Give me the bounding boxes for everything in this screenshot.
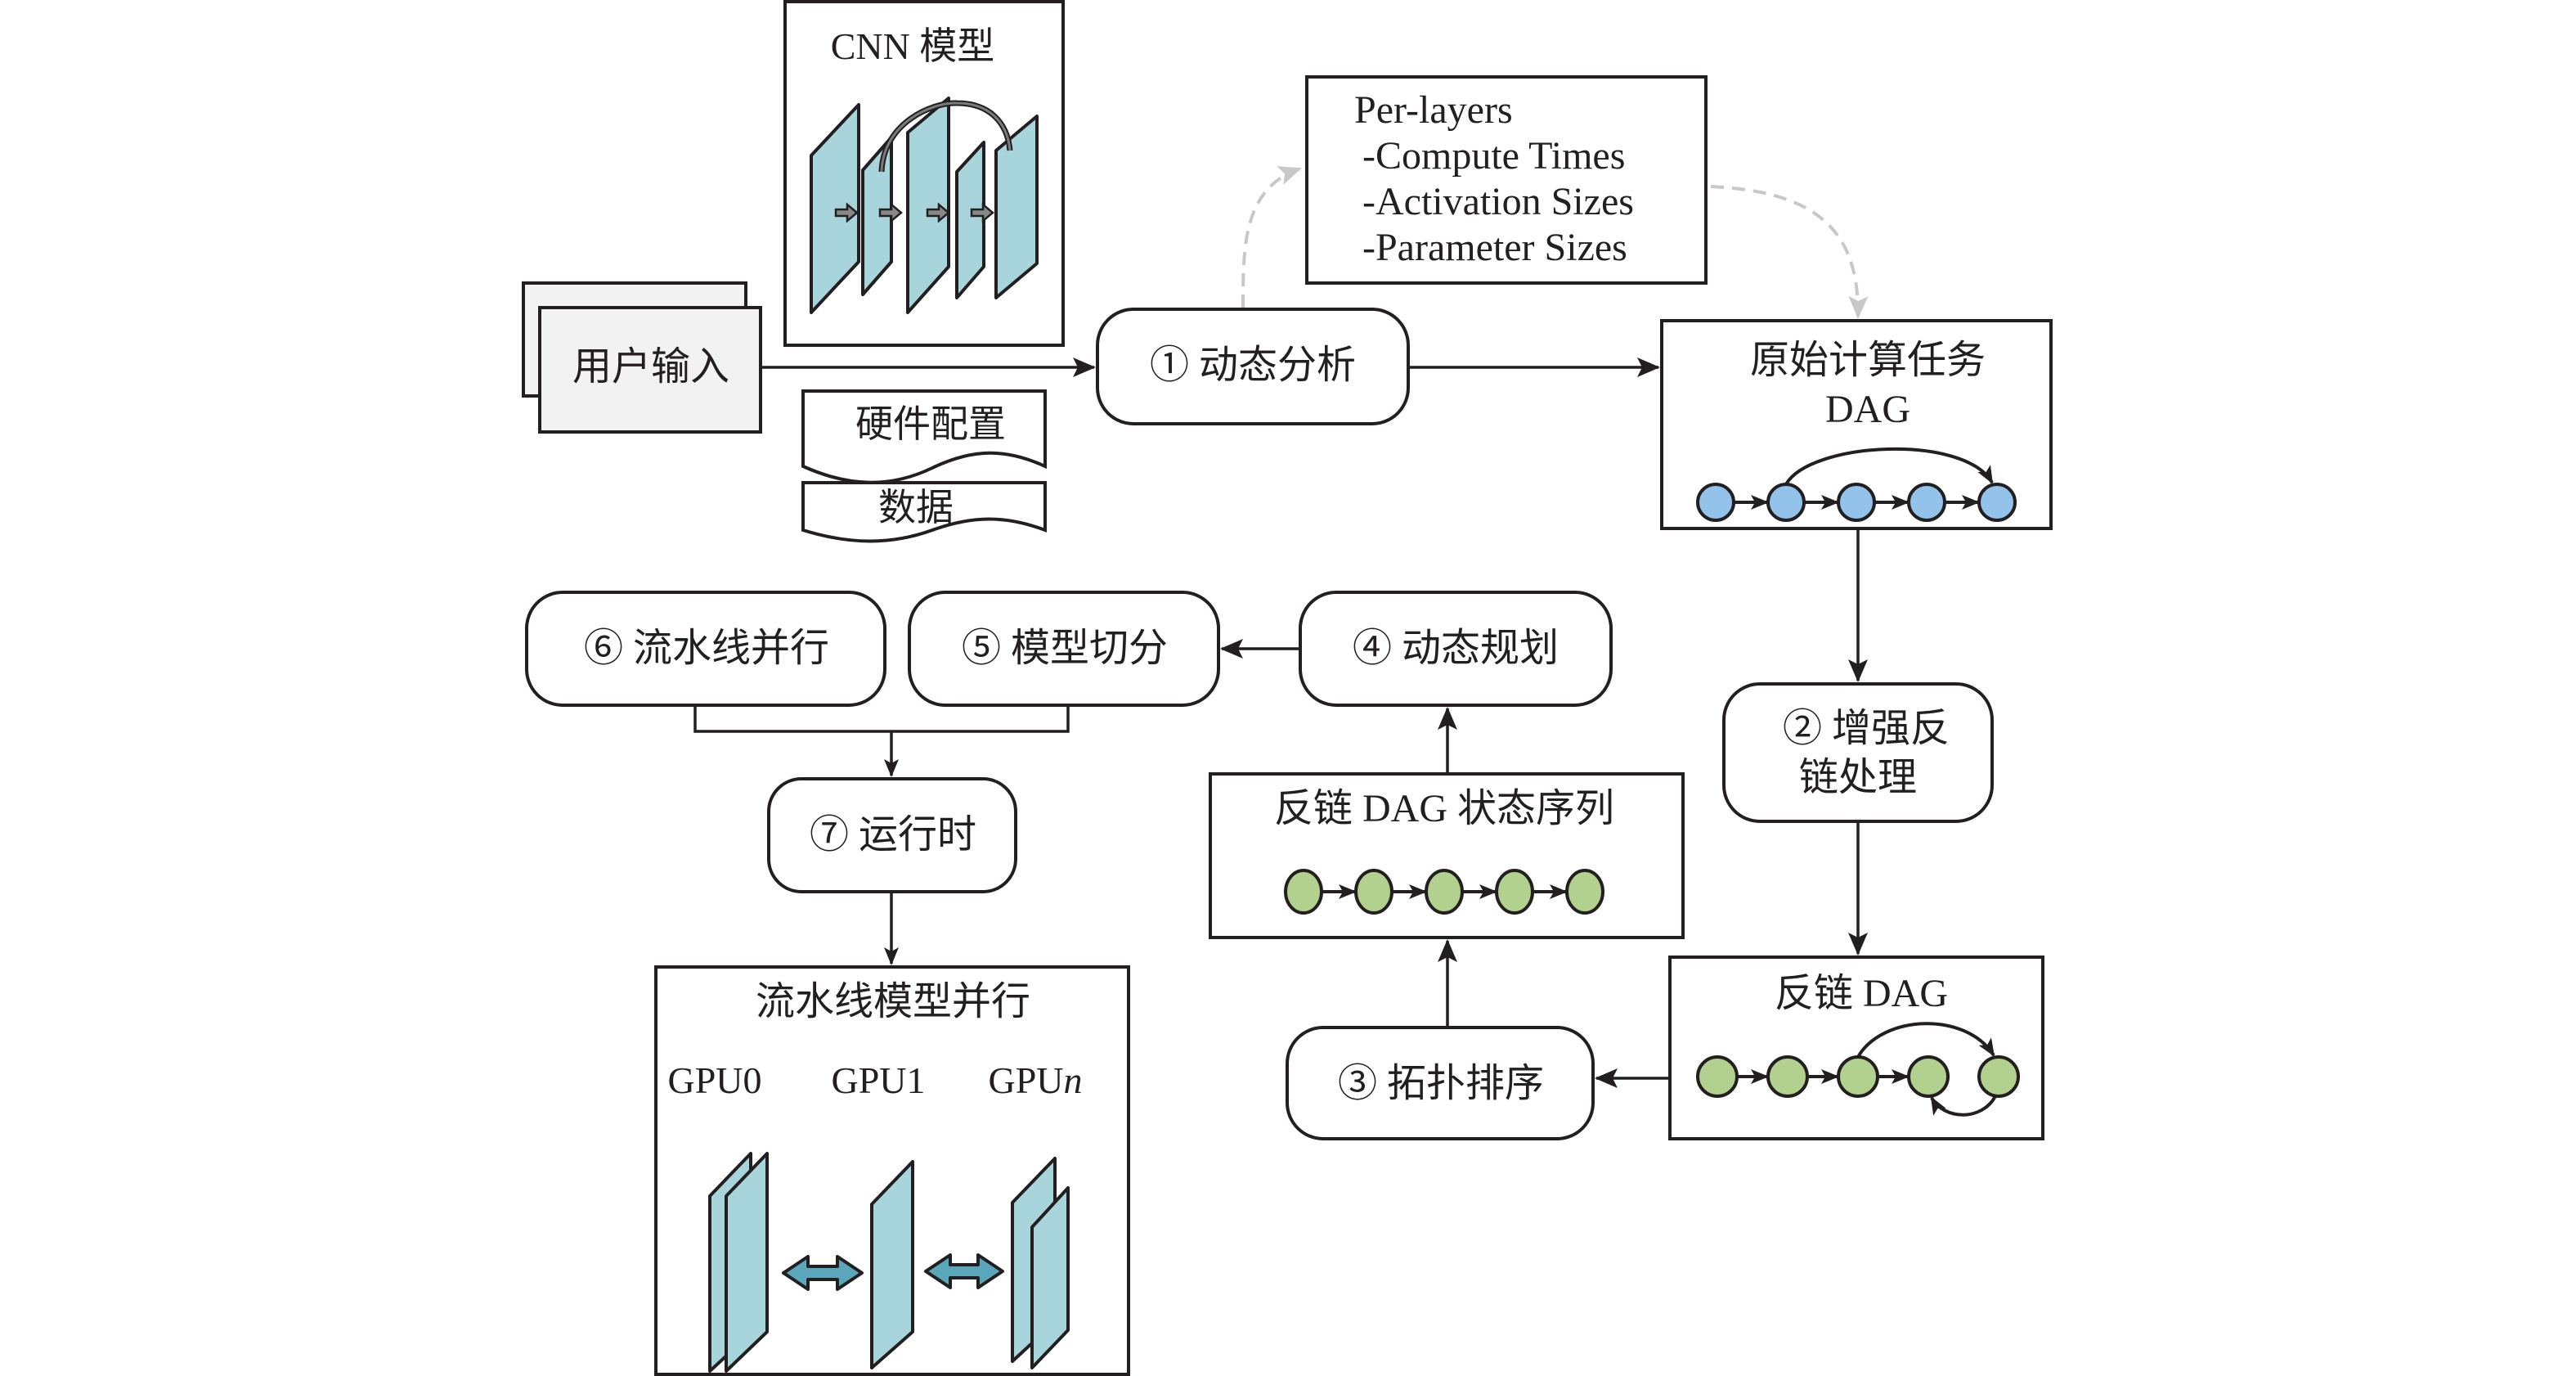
- original-dag-title: 原始计算任务: [1750, 339, 1986, 382]
- hardware-config-doc: 硬件配置: [801, 389, 1047, 484]
- pipeline-title: 流水线模型并行: [756, 980, 1030, 1023]
- dag-skip-edge: [1856, 1022, 1995, 1059]
- dag-node: [1425, 869, 1464, 915]
- cnn-model-box: CNN 模型: [783, 0, 1065, 347]
- gpu-label-0: GPU0: [667, 1059, 761, 1101]
- dashed-arrow-to-profile: [1241, 166, 1302, 308]
- dag-node: [1354, 869, 1393, 915]
- cnn-model-title: CNN 模型: [831, 25, 995, 67]
- dag-graph-sequence: [1284, 869, 1604, 915]
- dag-node: [1284, 869, 1323, 915]
- gpu1-layers-icon: [870, 1160, 914, 1369]
- cnn-layer: [994, 115, 1039, 299]
- dag-node: [1495, 869, 1534, 915]
- antichain-dag-box: 反链 DAG: [1668, 956, 2044, 1140]
- step4-dynamic-programming[interactable]: ④ 动态规划: [1299, 591, 1613, 707]
- dag-node: [1977, 483, 2017, 522]
- step1-profiling[interactable]: ① 动态分析: [1096, 308, 1410, 425]
- dag-back-edge: [1930, 1095, 1997, 1117]
- user-input-box: [538, 306, 762, 434]
- dag-skip-edge: [1784, 447, 1994, 486]
- dag-node: [1696, 483, 1735, 522]
- step2-antichain-enhance[interactable]: ② 增强反 链处理: [1722, 682, 1994, 823]
- original-dag-subtitle: DAG: [1825, 388, 1910, 431]
- dashed-arrow-profile-to-dag: [1710, 185, 1869, 319]
- gpun-layers-icon: [1011, 1157, 1070, 1369]
- step4-label: ④ 动态规划: [1353, 627, 1559, 670]
- transfer-arrow-icon: [924, 1253, 1004, 1289]
- dag-node: [1837, 483, 1876, 522]
- step3-topological-sort[interactable]: ③ 拓扑排序: [1286, 1026, 1595, 1140]
- step6-label: ⑥ 流水线并行: [584, 627, 829, 670]
- dag-graph-antichain: [1696, 1022, 2020, 1117]
- bracket-connector: [693, 705, 1070, 733]
- pipeline-parallel-box: 流水线模型并行 GPU0 GPU1 GPUn: [654, 965, 1130, 1376]
- dag-node: [1696, 1055, 1739, 1098]
- profile-item: -Compute Times: [1362, 134, 1625, 178]
- step1-label: ① 动态分析: [1150, 344, 1356, 387]
- cnn-layers-icon: [810, 97, 1039, 314]
- step2-label-line1: ② 增强反: [1783, 707, 1950, 750]
- step2-label-line2: 链处理: [1799, 756, 1917, 799]
- data-doc: 数据: [801, 481, 1047, 543]
- step5-model-partition[interactable]: ⑤ 模型切分: [908, 591, 1220, 707]
- gpu-label-1: GPU1: [831, 1059, 925, 1101]
- antichain-dag-title: 反链 DAG: [1775, 972, 1948, 1015]
- dag-node: [1977, 1055, 2020, 1098]
- profile-item: -Parameter Sizes: [1362, 226, 1627, 269]
- cnn-layer: [955, 141, 985, 299]
- hardware-config-label: 硬件配置: [855, 403, 1006, 445]
- step6-pipeline-parallel[interactable]: ⑥ 流水线并行: [525, 591, 886, 707]
- user-input-label: 用户输入: [572, 345, 729, 389]
- profile-title: Per-layers: [1354, 88, 1513, 132]
- transfer-arrow-icon: [782, 1255, 864, 1291]
- data-doc-label: 数据: [878, 487, 954, 528]
- gpu-label-n: GPUn: [988, 1059, 1082, 1101]
- dag-node: [1766, 1055, 1809, 1098]
- step3-label: ③ 拓扑排序: [1338, 1062, 1544, 1105]
- gpu0-layers-icon: [708, 1152, 769, 1373]
- dag-node: [1837, 1055, 1879, 1098]
- step7-runtime[interactable]: ⑦ 运行时: [767, 777, 1017, 893]
- profile-item: -Activation Sizes: [1362, 180, 1634, 223]
- step5-label: ⑤ 模型切分: [962, 627, 1168, 670]
- antichain-sequence-title: 反链 DAG 状态序列: [1274, 787, 1614, 830]
- dag-graph-blue: [1696, 447, 2017, 522]
- user-input-node: 用户输入: [522, 281, 762, 434]
- per-layer-profile-box: Per-layers -Compute Times -Activation Si…: [1305, 75, 1708, 285]
- dag-node: [1565, 869, 1604, 915]
- cnn-layer: [906, 97, 950, 314]
- step7-label: ⑦ 运行时: [810, 813, 976, 857]
- dag-node: [1907, 483, 1946, 522]
- antichain-sequence-box: 反链 DAG 状态序列: [1209, 772, 1685, 939]
- dag-node: [1907, 1055, 1950, 1098]
- dag-node: [1766, 483, 1806, 522]
- original-dag-box: 原始计算任务 DAG: [1660, 319, 2053, 530]
- cnn-layer: [861, 136, 893, 296]
